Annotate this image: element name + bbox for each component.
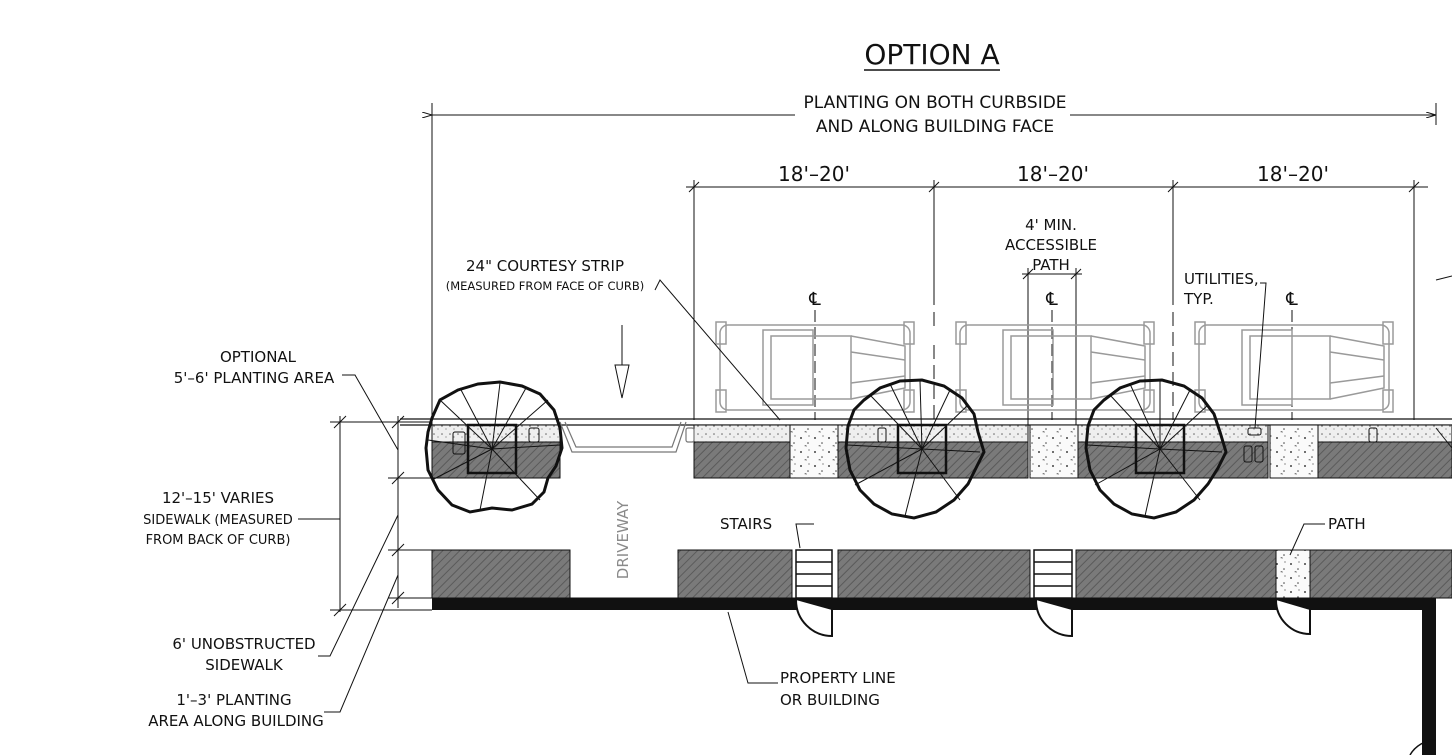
building-entry-path	[1275, 549, 1311, 599]
parked-car-1	[715, 321, 915, 413]
planting-building-label-1: 1'–3' PLANTING	[176, 691, 291, 709]
door-3	[1275, 599, 1311, 636]
curbside-path-1	[789, 424, 839, 479]
curbside-path-2	[1029, 424, 1079, 479]
unobstructed-label-1: 6' UNOBSTRUCTED	[172, 635, 315, 653]
building-planting-5	[1309, 549, 1452, 599]
stairs-2	[1033, 549, 1073, 599]
overall-dimension	[432, 103, 1437, 425]
courtesy-strip-2	[837, 424, 1029, 443]
street-tree-2	[844, 378, 986, 520]
stairs-1	[795, 549, 833, 599]
accessible-path-line3: PATH	[1032, 256, 1070, 274]
bay-dimension-2: 18'–20'	[1017, 162, 1089, 186]
optional-planting-label-2: 5'–6' PLANTING AREA	[174, 369, 335, 387]
parked-car-2	[955, 321, 1155, 413]
utility-boxes	[452, 427, 1378, 463]
path-label: PATH	[1328, 515, 1366, 533]
utilities-label-2: TYP.	[1183, 290, 1214, 308]
street-tree-1	[424, 380, 564, 514]
accessible-path-line2: ACCESSIBLE	[1005, 236, 1097, 254]
centerline-symbol-1: ℄	[808, 289, 821, 310]
courtesy-strip-4	[1317, 424, 1452, 443]
bay-dimension-1: 18'–20'	[778, 162, 850, 186]
property-line-label-1: PROPERTY LINE	[780, 669, 896, 687]
parked-car-3	[1194, 321, 1394, 413]
driveway-label: DRIVEWAY	[614, 500, 632, 579]
sidewalk-label-1: 12'–15' VARIES	[162, 489, 274, 507]
bay-dimension-3: 18'–20'	[1257, 162, 1329, 186]
centerline-symbol-2: ℄	[1045, 289, 1058, 310]
curbside-planting-1	[693, 441, 791, 479]
driveway-arrow	[614, 325, 630, 399]
leader-lines	[298, 275, 1452, 713]
overall-dimension-line2: AND ALONG BUILDING FACE	[816, 117, 1054, 137]
utilities-label-1: UTILITIES,	[1184, 270, 1259, 288]
courtesy-strip-label: 24" COURTESY STRIP	[466, 257, 624, 275]
curbside-path-3	[1269, 424, 1319, 479]
curbside-planting-4	[1317, 441, 1452, 479]
building-planting-2	[677, 549, 793, 599]
courtesy-strip-left	[431, 424, 561, 443]
door-arc-corner	[1409, 739, 1437, 755]
door-2	[1035, 599, 1073, 638]
courtesy-strip-1	[693, 424, 791, 443]
building-planting-1	[431, 549, 571, 599]
centerline-symbol-3: ℄	[1285, 289, 1298, 310]
bay-dimension-lines	[686, 180, 1428, 420]
street-tree-3	[1084, 378, 1228, 520]
stairs-label: STAIRS	[720, 515, 772, 533]
door-1	[795, 599, 833, 638]
sidewalk-dimension	[330, 415, 432, 617]
building-planting-3	[837, 549, 1031, 599]
building-planting-4	[1075, 549, 1277, 599]
courtesy-strip-note: (MEASURED FROM FACE OF CURB)	[446, 279, 645, 293]
planting-building-label-2: AREA ALONG BUILDING	[148, 712, 324, 730]
courtesy-strip-3	[1077, 424, 1269, 443]
overall-dimension-line1: PLANTING ON BOTH CURBSIDE	[803, 93, 1066, 113]
sidewalk-label-3: FROM BACK OF CURB)	[146, 533, 291, 548]
property-line-label-2: OR BUILDING	[780, 691, 880, 709]
sidewalk-label-2: SIDEWALK (MEASURED	[143, 513, 293, 528]
unobstructed-label-2: SIDEWALK	[205, 656, 284, 674]
driveway-curb-cut	[559, 421, 695, 453]
diagram-title: OPTION A	[864, 38, 999, 71]
property-line	[432, 597, 1452, 755]
optional-planting-label-1: OPTIONAL	[220, 348, 297, 366]
accessible-path-line1: 4' MIN.	[1025, 216, 1077, 234]
